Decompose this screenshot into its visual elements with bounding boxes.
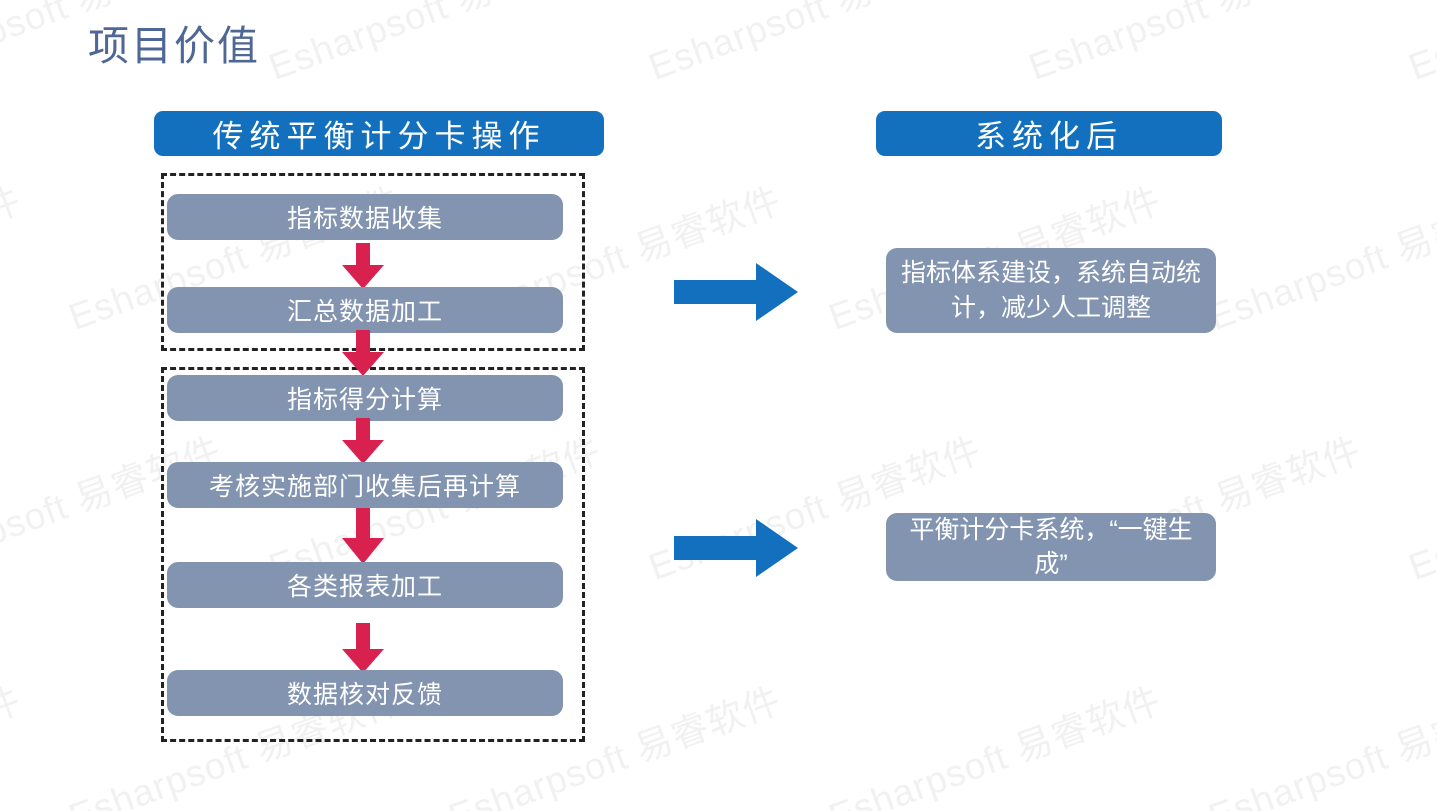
arrow-down-icon: [340, 330, 386, 376]
arrow-down-icon: [340, 243, 386, 289]
right-column-banner: 系统化后: [876, 111, 1222, 156]
benefit-box: 平衡计分卡系统，“一键生成”: [886, 513, 1216, 581]
dashed-group-data-collection: [161, 173, 585, 351]
page-title: 项目价值: [88, 23, 260, 69]
arrow-down-icon: [340, 623, 386, 673]
left-column-banner: 传统平衡计分卡操作: [154, 111, 604, 156]
process-step-box: 各类报表加工: [167, 562, 563, 608]
arrow-right-icon: [674, 263, 798, 321]
process-step-box: 汇总数据加工: [167, 287, 563, 333]
arrow-down-icon: [340, 508, 386, 564]
process-step-box: 指标数据收集: [167, 194, 563, 240]
process-step-box: 数据核对反馈: [167, 670, 563, 716]
process-step-box: 指标得分计算: [167, 375, 563, 421]
process-step-box: 考核实施部门收集后再计算: [167, 462, 563, 508]
arrow-down-icon: [340, 418, 386, 464]
benefit-box: 指标体系建设，系统自动统计，减少人工调整: [886, 248, 1216, 333]
arrow-right-icon: [674, 519, 798, 577]
dashed-group-calculation: [161, 367, 585, 742]
